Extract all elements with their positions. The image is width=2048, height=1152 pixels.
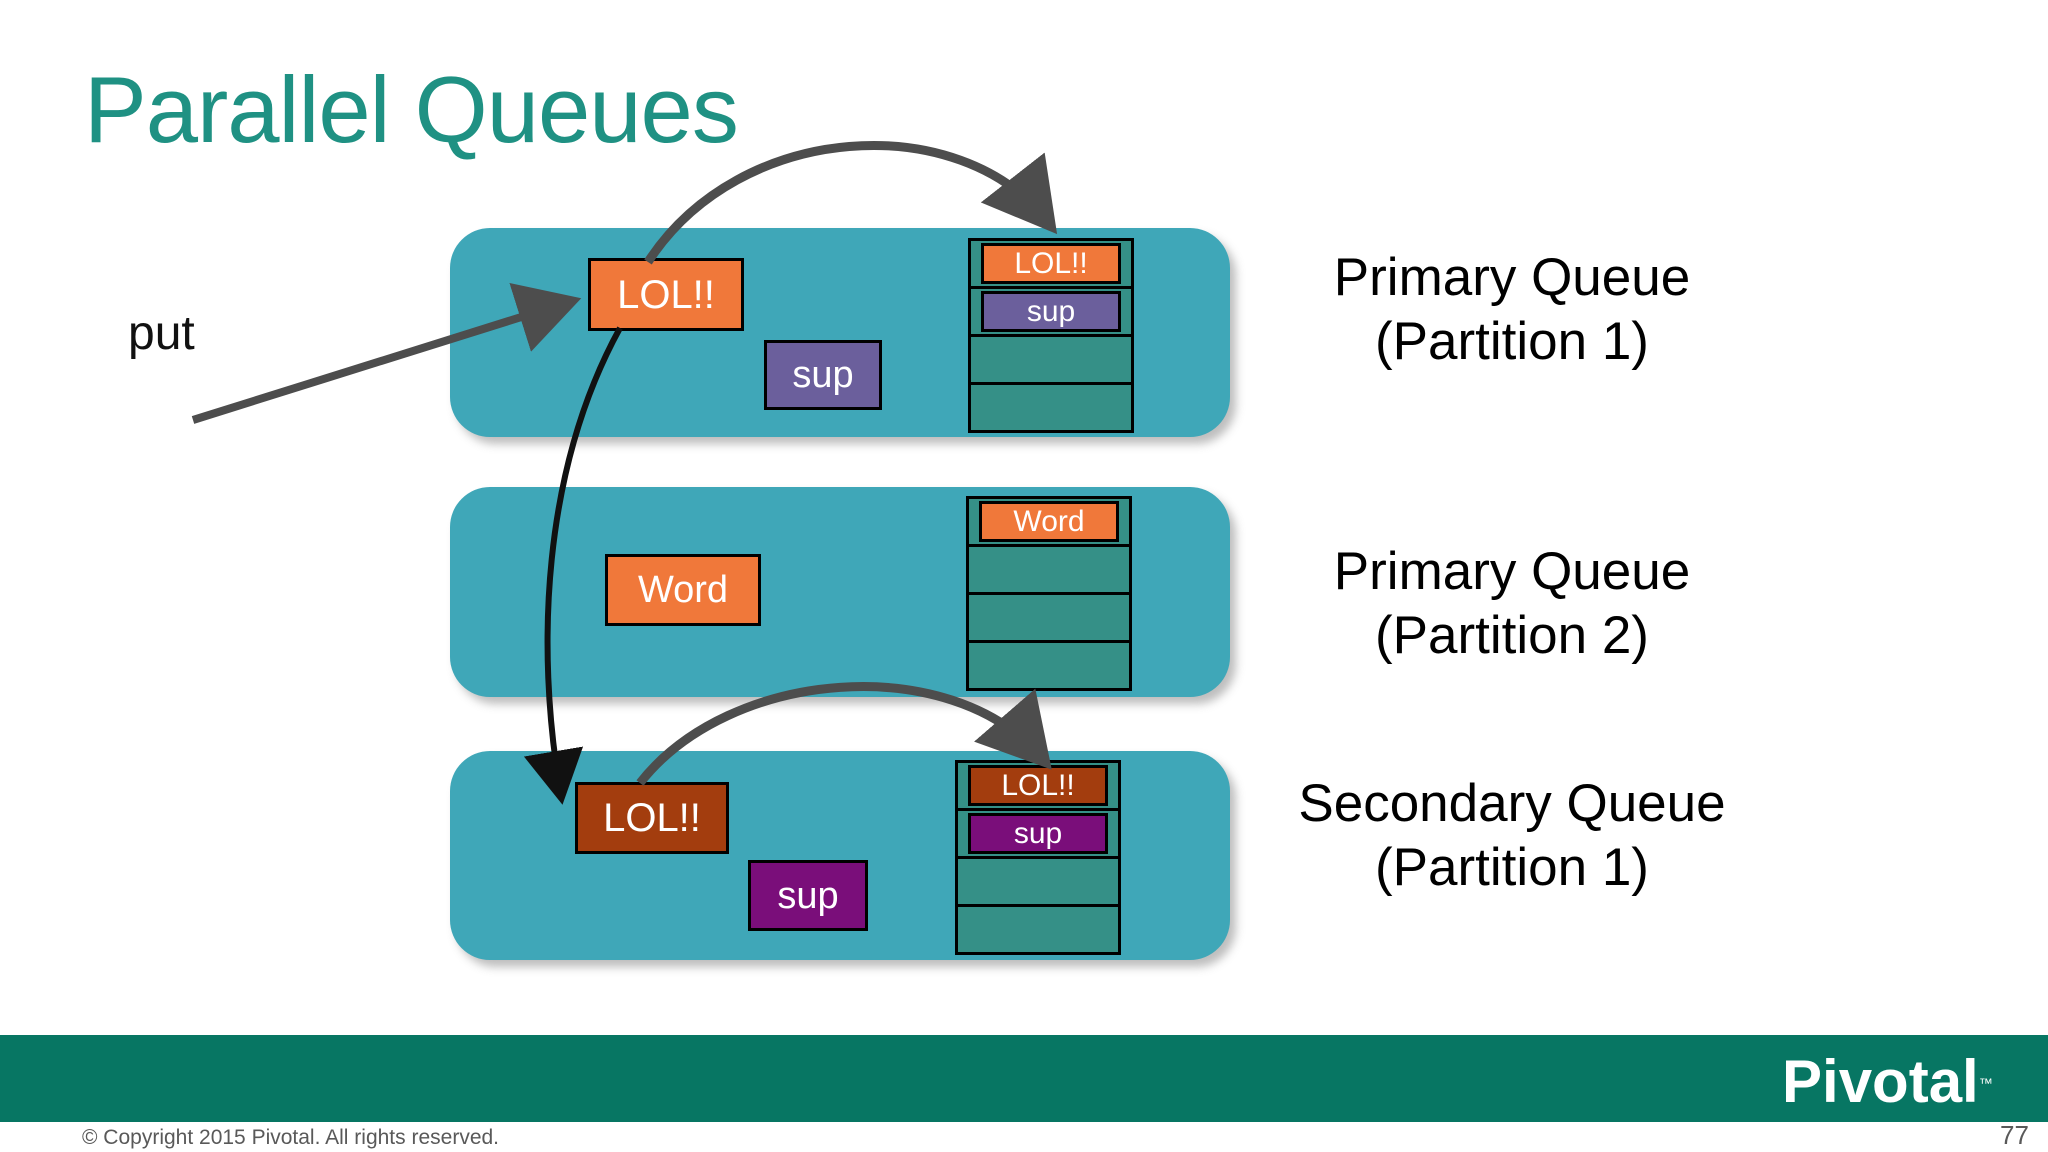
- pivotal-logo: Pivotal™: [1782, 1047, 1993, 1116]
- stack-item-sup-q1: sup: [981, 291, 1121, 332]
- trademark-symbol: ™: [1978, 1075, 1993, 1091]
- pivotal-logo-text: Pivotal: [1782, 1048, 1979, 1115]
- stack-cell: sup: [958, 811, 1118, 859]
- stack-cell-empty: [969, 643, 1129, 688]
- stack-q1: LOL!! sup: [968, 238, 1134, 433]
- message-box-word-q2: Word: [605, 554, 761, 626]
- stack-cell: LOL!!: [971, 241, 1131, 289]
- put-label: put: [128, 307, 195, 360]
- queue-label-primary-partition-2: Primary Queue (Partition 2): [1292, 540, 1732, 668]
- message-box-sup-q1: sup: [764, 340, 882, 410]
- page-number: 77: [2000, 1120, 2029, 1150]
- queue-label-line2: (Partition 1): [1375, 312, 1649, 371]
- stack-cell-empty: [958, 907, 1118, 952]
- stack-item-sup-q3: sup: [968, 813, 1108, 854]
- stack-cell-empty: [969, 547, 1129, 595]
- stack-cell: sup: [971, 289, 1131, 337]
- stack-cell-empty: [969, 595, 1129, 643]
- stack-cell-empty: [971, 337, 1131, 385]
- queue-label-line2: (Partition 1): [1375, 838, 1649, 897]
- stack-cell-empty: [958, 859, 1118, 907]
- slide-title: Parallel Queues: [84, 57, 739, 162]
- stack-item-word-q2: Word: [979, 501, 1119, 542]
- stack-cell-empty: [971, 385, 1131, 430]
- queue-label-line2: (Partition 2): [1375, 606, 1649, 665]
- stack-item-lol-q1: LOL!!: [981, 243, 1121, 284]
- queue-label-primary-partition-1: Primary Queue (Partition 1): [1292, 246, 1732, 374]
- message-box-lol-q1: LOL!!: [588, 258, 744, 331]
- stack-q2: Word: [966, 496, 1132, 691]
- stack-item-lol-q3: LOL!!: [968, 765, 1108, 806]
- stack-q3: LOL!! sup: [955, 760, 1121, 955]
- queue-label-secondary-partition-1: Secondary Queue (Partition 1): [1292, 772, 1732, 900]
- queue-label-line1: Primary Queue: [1333, 248, 1691, 307]
- stack-cell: LOL!!: [958, 763, 1118, 811]
- message-box-lol-q3: LOL!!: [575, 782, 729, 854]
- copyright-text: © Copyright 2015 Pivotal. All rights res…: [82, 1126, 500, 1149]
- message-box-sup-q3: sup: [748, 860, 868, 931]
- footer-bar: [0, 1035, 2048, 1122]
- queue-label-line1: Primary Queue: [1333, 542, 1691, 601]
- stack-cell: Word: [969, 499, 1129, 547]
- queue-label-line1: Secondary Queue: [1298, 774, 1726, 833]
